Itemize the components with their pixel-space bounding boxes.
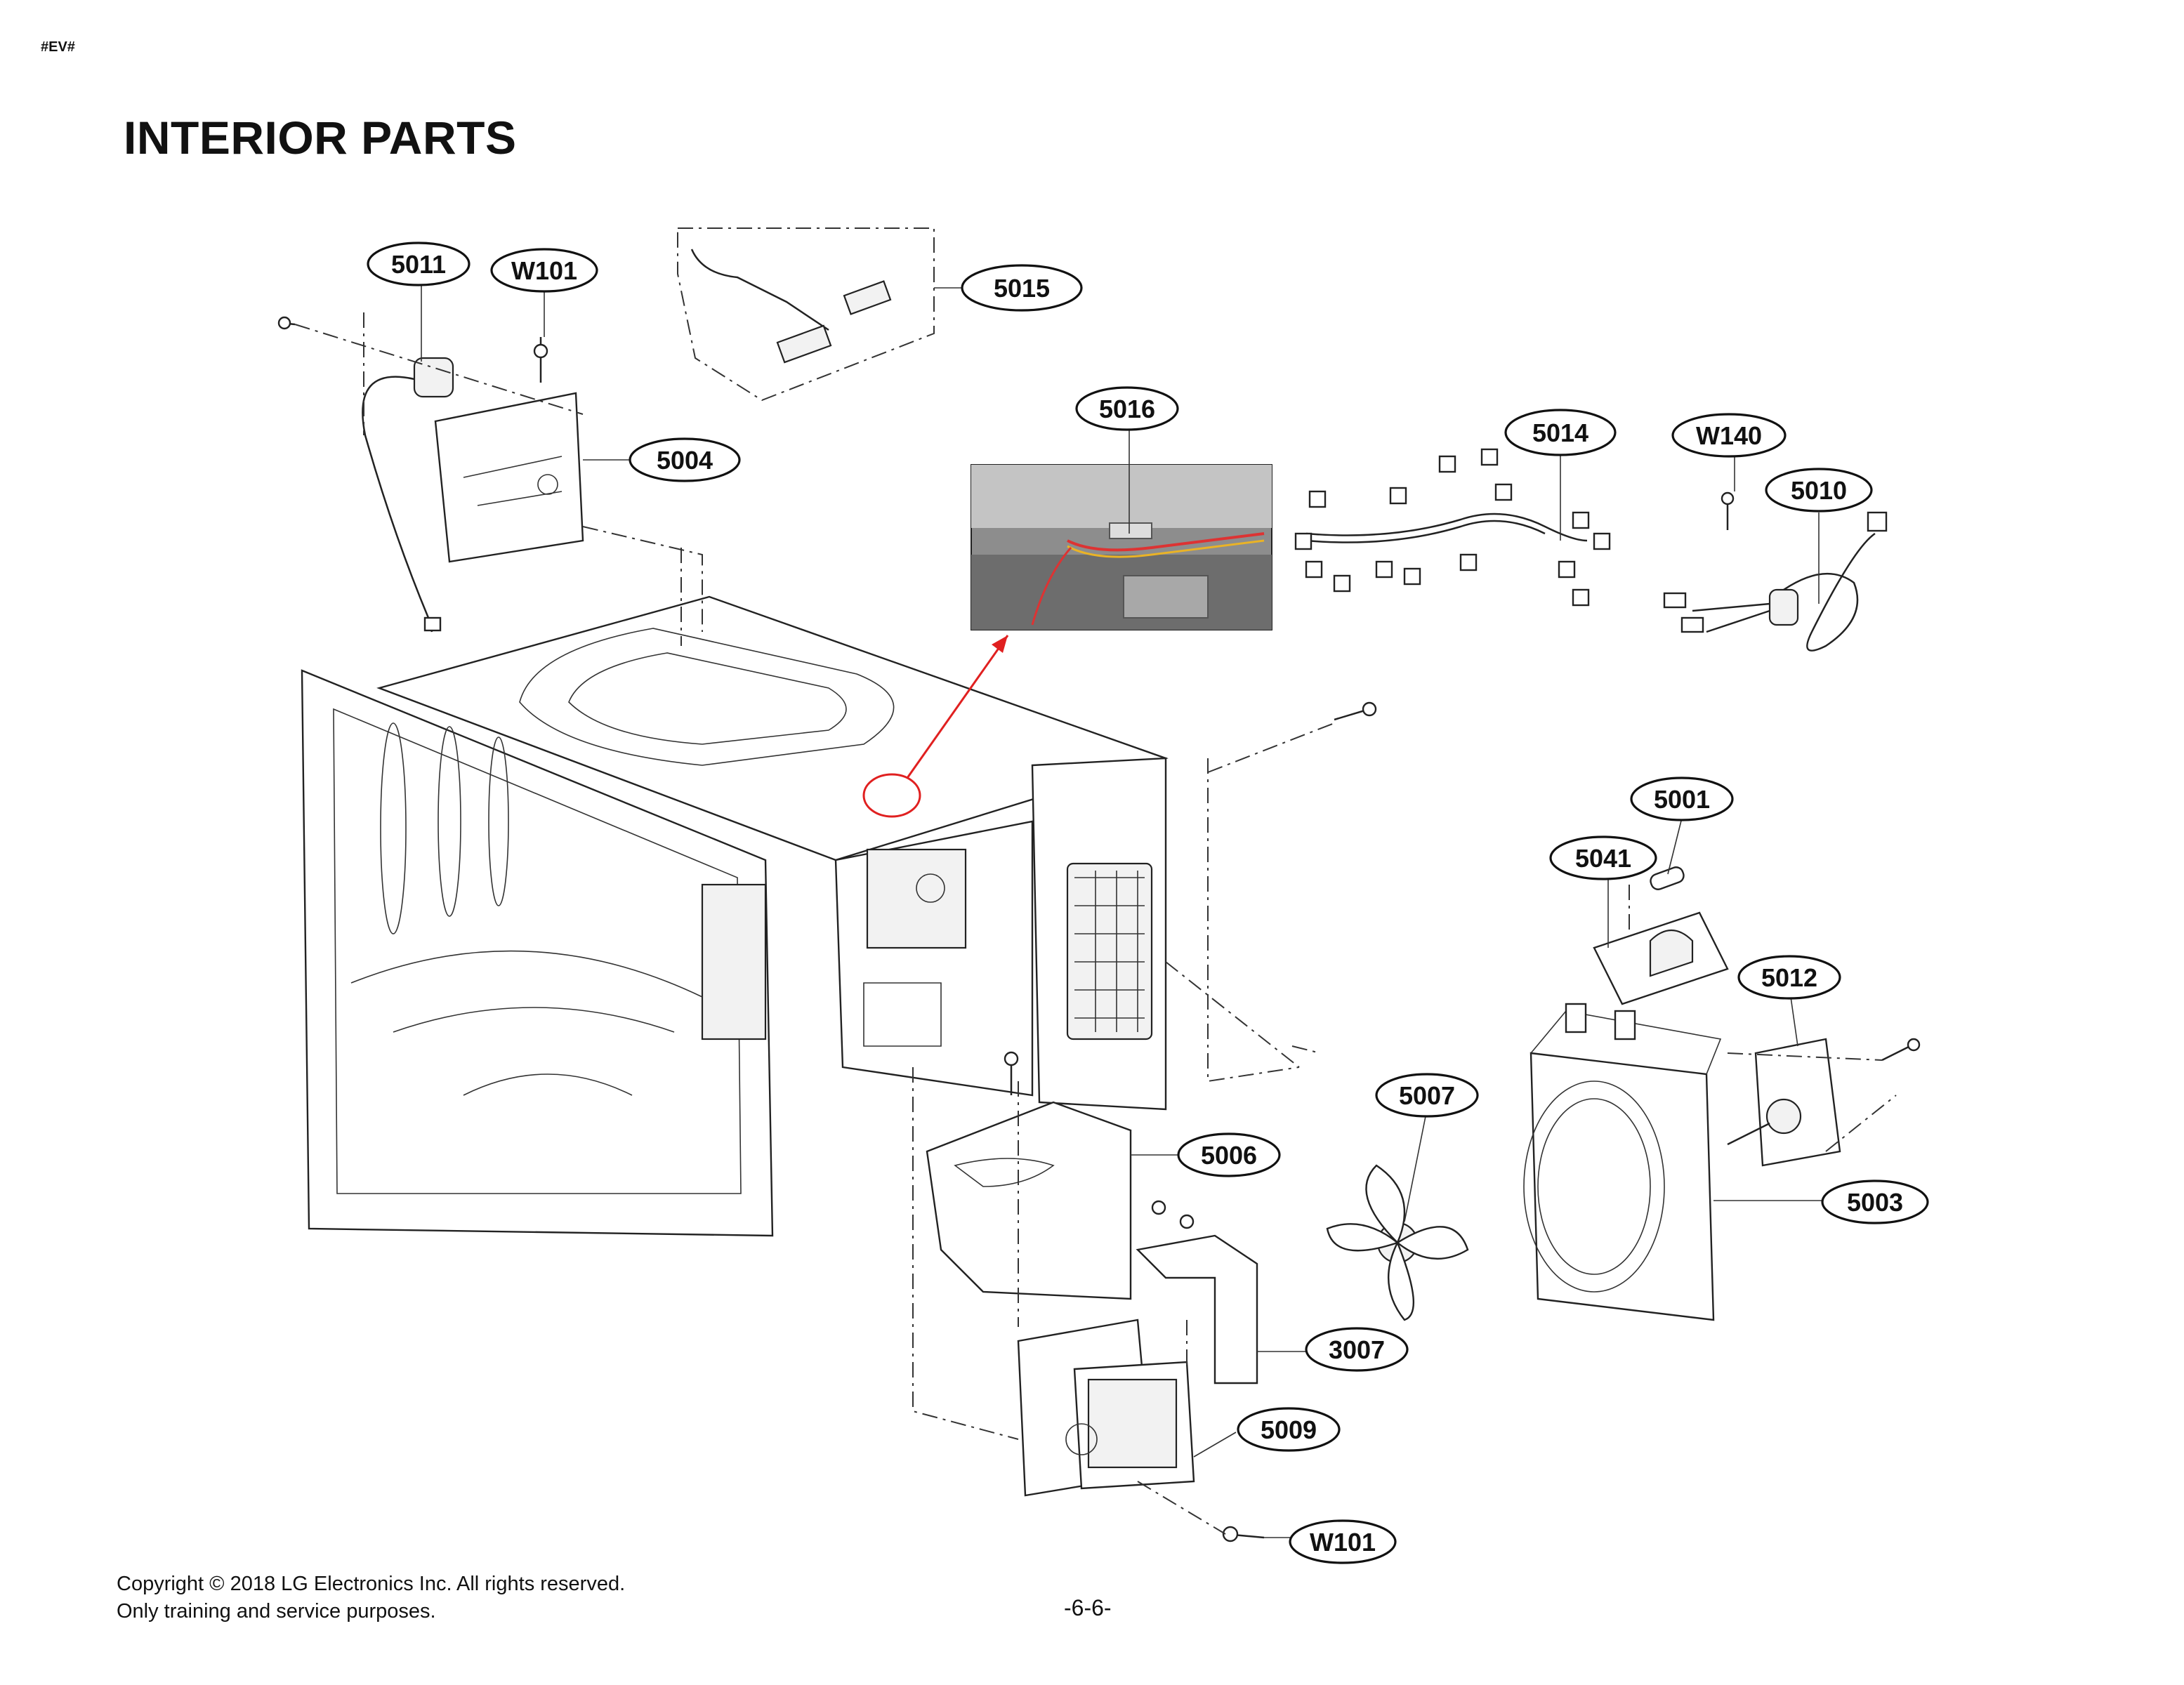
svg-text:5001: 5001 xyxy=(1654,785,1710,814)
part-5010-cord xyxy=(1663,491,1888,652)
part-5041-board xyxy=(1593,911,1729,1005)
svg-text:5015: 5015 xyxy=(994,274,1050,303)
svg-text:W101: W101 xyxy=(511,256,577,285)
callout-5010: 5010 xyxy=(1765,468,1873,513)
assembly-lines xyxy=(294,312,1897,1535)
page-title: INTERIOR PARTS xyxy=(124,112,517,164)
svg-text:W140: W140 xyxy=(1696,421,1762,450)
callout-5003: 5003 xyxy=(1821,1180,1929,1224)
callout-5015: 5015 xyxy=(961,264,1083,312)
callout-3007: 3007 xyxy=(1305,1327,1409,1372)
part-5004-bracket xyxy=(434,337,584,563)
callout-5011: 5011 xyxy=(367,242,471,286)
callout-5007: 5007 xyxy=(1375,1073,1479,1118)
callout-5009: 5009 xyxy=(1237,1407,1341,1452)
callout-w101-bottom: W101 xyxy=(1289,1519,1397,1564)
callout-w101-top: W101 xyxy=(490,248,598,293)
highlight-circle xyxy=(862,773,921,818)
cavity-assembly xyxy=(301,595,1169,1237)
callout-5016: 5016 xyxy=(1075,386,1179,431)
svg-text:3007: 3007 xyxy=(1329,1335,1385,1364)
svg-text:5003: 5003 xyxy=(1847,1188,1903,1217)
leader-lines xyxy=(421,284,1826,1538)
screw-bottom xyxy=(1222,1526,1265,1542)
part-5009-magnetron xyxy=(1017,1319,1195,1497)
part-5012-motor xyxy=(1727,1038,1921,1167)
part-5011-sensor xyxy=(277,316,454,633)
svg-text:5016: 5016 xyxy=(1099,395,1155,423)
part-5006-duct xyxy=(926,1051,1132,1300)
copyright-line-1: Copyright © 2018 LG Electronics Inc. All… xyxy=(117,1573,626,1595)
part-3007-bracket xyxy=(1136,1200,1258,1385)
svg-text:5006: 5006 xyxy=(1201,1141,1257,1170)
svg-text:5011: 5011 xyxy=(391,250,446,279)
svg-text:5004: 5004 xyxy=(657,446,713,475)
part-5003-housing xyxy=(1523,1003,1722,1321)
callout-5001: 5001 xyxy=(1630,777,1734,821)
svg-text:5009: 5009 xyxy=(1261,1415,1317,1444)
part-5015-wire-box xyxy=(677,227,935,402)
svg-text:5041: 5041 xyxy=(1575,844,1631,873)
callout-5012: 5012 xyxy=(1737,955,1841,1000)
part-5001-fuse xyxy=(1650,866,1685,890)
screw-right-top xyxy=(1334,701,1377,721)
copyright-line-2: Only training and service purposes. xyxy=(117,1600,436,1623)
svg-text:5014: 5014 xyxy=(1532,418,1588,447)
document-tag: #EV# xyxy=(41,39,75,55)
svg-text:5010: 5010 xyxy=(1791,476,1847,505)
callout-5041: 5041 xyxy=(1549,835,1657,880)
svg-text:W101: W101 xyxy=(1310,1528,1376,1557)
page-number: -6-6- xyxy=(1064,1595,1112,1620)
callout-5014: 5014 xyxy=(1504,409,1617,456)
callout-5004: 5004 xyxy=(629,437,741,482)
svg-text:5007: 5007 xyxy=(1399,1081,1455,1110)
callout-5006: 5006 xyxy=(1177,1132,1281,1177)
part-5016-photo xyxy=(971,464,1272,630)
part-5014-harness xyxy=(1294,448,1611,607)
callout-w140: W140 xyxy=(1671,413,1787,458)
copyright-notice: Copyright © 2018 LG Electronics Inc. All… xyxy=(117,1571,625,1625)
part-5007-fan xyxy=(1326,1164,1469,1321)
svg-text:5012: 5012 xyxy=(1761,963,1817,992)
